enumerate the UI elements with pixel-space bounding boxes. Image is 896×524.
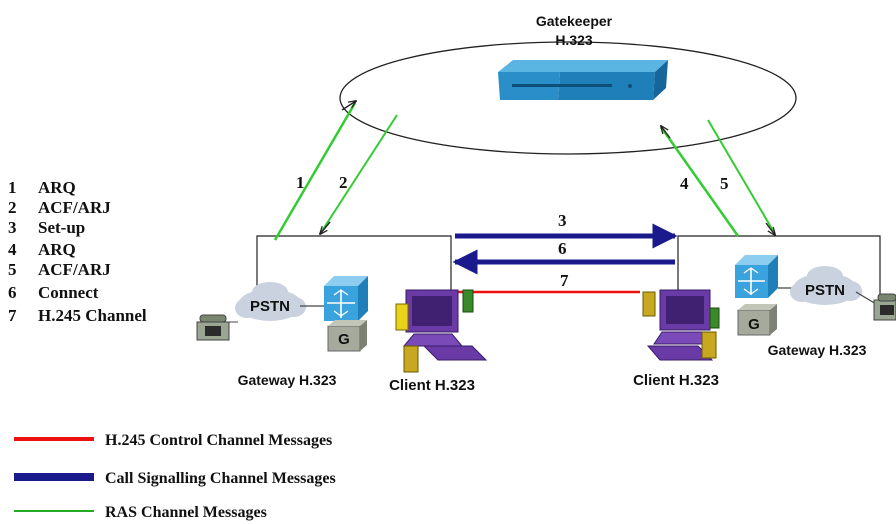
legend-ras-label: RAS Channel Messages (105, 504, 267, 521)
arrow-number-5: 5 (720, 174, 729, 193)
ras-arrow-1 (273, 102, 357, 241)
right-client-label: Client H.323 (633, 372, 719, 389)
right-phone-icon (873, 293, 896, 321)
left-pstn-label: PSTN (250, 298, 290, 315)
left-gateway-label: Gateway H.323 (238, 372, 337, 388)
left-client-label: Client H.323 (389, 377, 475, 394)
arrow-number-1: 1 (296, 173, 305, 192)
step-7-num: 7 (8, 306, 17, 325)
legend-signalling-label: Call Signalling Channel Messages (105, 470, 336, 487)
left-phone-icon (196, 314, 238, 341)
step-1-label: ARQ (38, 178, 76, 197)
steps-list: 1 ARQ 2 ACF/ARJ 3 Set-up 4 ARQ 5 ACF/ARJ… (8, 178, 147, 325)
ras-arrow-2 (319, 114, 398, 235)
ras-arrow-4 (659, 126, 740, 237)
step-2-label: ACF/ARJ (38, 198, 111, 217)
step-1-num: 1 (8, 178, 17, 197)
arrow-number-2: 2 (339, 173, 348, 192)
step-6-num: 6 (8, 283, 17, 302)
step-6-label: Connect (38, 283, 99, 302)
left-gateway-g-box: G (327, 320, 367, 352)
arrow-number-3: 3 (558, 211, 567, 230)
right-client-computer-icon (642, 289, 720, 361)
arrow-number-6: 6 (558, 239, 567, 258)
step-3-num: 3 (8, 218, 17, 237)
right-gateway-router-icon (735, 255, 778, 298)
arrow-number-7: 7 (560, 271, 569, 290)
step-5-label: ACF/ARJ (38, 260, 111, 279)
arrowhead-2 (320, 221, 331, 234)
step-7-label: H.245 Channel (38, 306, 147, 325)
left-pstn-cloud: PSTN (235, 282, 306, 321)
step-4-num: 4 (8, 240, 17, 259)
left-client-computer-icon (395, 289, 488, 373)
network-outline (256, 235, 881, 314)
left-g-label: G (338, 331, 350, 348)
legend: H.245 Control Channel Messages Call Sign… (14, 432, 336, 521)
right-pstn-cloud: PSTN (790, 266, 862, 305)
arrowhead-5 (765, 222, 775, 235)
gatekeeper-title: Gatekeeper (536, 13, 613, 29)
gatekeeper-subtitle: H.323 (555, 32, 593, 48)
ras-arrow-5 (707, 119, 776, 235)
right-g-label: G (748, 316, 760, 333)
left-gateway-router-icon (324, 276, 368, 321)
arrowhead-4 (661, 126, 671, 139)
legend-h245-label: H.245 Control Channel Messages (105, 432, 332, 449)
right-gateway-label: Gateway H.323 (768, 342, 867, 358)
right-gateway-g-box: G (737, 304, 777, 336)
right-phone-link (855, 291, 877, 305)
gatekeeper-device-icon (498, 60, 668, 100)
arrow-number-4: 4 (680, 174, 689, 193)
step-4-label: ARQ (38, 240, 76, 259)
right-pstn-label: PSTN (805, 282, 845, 299)
arrowhead-1 (341, 101, 356, 111)
step-3-label: Set-up (38, 218, 85, 237)
step-2-num: 2 (8, 198, 17, 217)
step-5-num: 5 (8, 260, 17, 279)
